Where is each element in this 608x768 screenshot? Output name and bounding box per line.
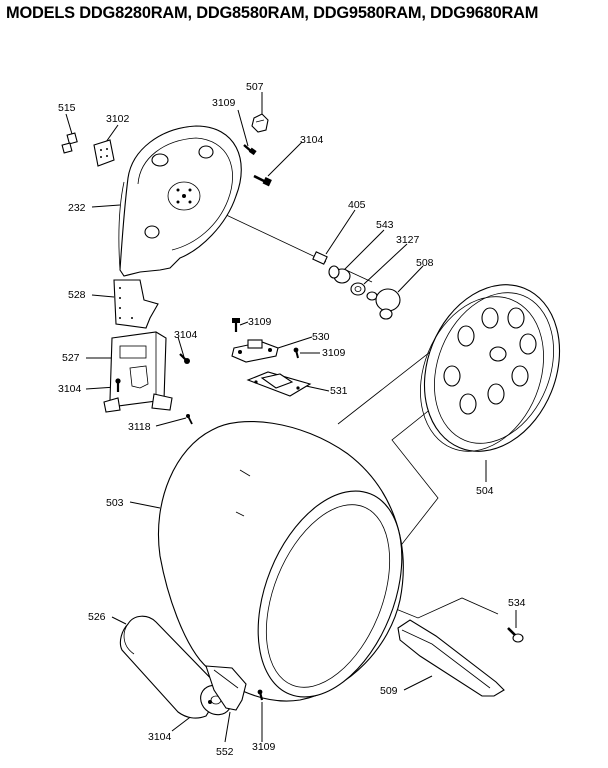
- callout-531: 531: [330, 385, 348, 397]
- part-515-clip: [61, 132, 78, 154]
- callout-3109-top: 3109: [212, 97, 236, 109]
- callout-3109-sensor-right: 3109: [322, 347, 346, 359]
- callout-526: 526: [88, 611, 106, 623]
- part-508-roller: [366, 288, 401, 320]
- callout-3102: 3102: [106, 113, 130, 125]
- callout-405: 405: [348, 199, 366, 211]
- callout-528: 528: [68, 289, 86, 301]
- part-232-rear-bulkhead: [118, 125, 242, 277]
- callout-3104-bracket: 3104: [174, 329, 198, 341]
- callout-232: 232: [68, 202, 86, 214]
- callout-515: 515: [58, 102, 76, 114]
- callout-527: 527: [62, 352, 80, 364]
- part-530-thermostat: [231, 339, 279, 363]
- callout-543: 543: [376, 219, 394, 231]
- callout-3104-bottom: 3104: [148, 731, 172, 743]
- callout-508: 508: [416, 257, 434, 269]
- callout-507: 507: [246, 81, 264, 93]
- part-3118-screw: [186, 414, 193, 425]
- part-503-drum: [157, 421, 404, 702]
- part-405-bolt: [312, 251, 328, 265]
- part-3127-washer: [350, 282, 366, 296]
- part-507-bolt: [251, 113, 269, 133]
- part-528-plate: [113, 279, 159, 329]
- part-3104-screw-bracket-left: [115, 378, 121, 392]
- part-3109-screw-sensor-top: [232, 318, 240, 332]
- part-3104-screw-bottom: [208, 700, 212, 704]
- callout-503: 503: [106, 497, 124, 509]
- callout-3109-bottom: 3109: [252, 741, 276, 753]
- part-3109-screw-bottom: [257, 689, 264, 701]
- callout-530: 530: [312, 331, 330, 343]
- part-509-slide: [397, 619, 505, 697]
- callout-552: 552: [216, 746, 234, 758]
- callout-504: 504: [476, 485, 494, 497]
- callout-3109-sensor-top: 3109: [248, 316, 272, 328]
- part-552-idler-bracket: [205, 665, 247, 711]
- part-3109-screw-top: [243, 144, 257, 156]
- callout-3118: 3118: [128, 421, 151, 433]
- diagram-title: MODELS DDG8280RAM, DDG8580RAM, DDG9580RA…: [6, 4, 539, 22]
- callout-534: 534: [508, 597, 526, 609]
- part-3102-pad: [93, 139, 115, 167]
- callout-3104-bracket-left: 3104: [58, 383, 82, 395]
- part-534-screw: [507, 627, 524, 643]
- callout-3104-top: 3104: [300, 134, 324, 146]
- callout-3127: 3127: [396, 234, 420, 246]
- part-3104-screw-bracket-right: [179, 353, 190, 364]
- callout-509: 509: [380, 685, 398, 697]
- callout-labels: 515 3102 3109 507 3104 232 405 543 3127 …: [58, 81, 526, 758]
- part-527-bracket: [103, 331, 173, 413]
- part-3109-screw-sensor-right: [293, 347, 299, 359]
- part-543-spacer: [328, 265, 351, 284]
- part-531-fuse-plate: [246, 371, 312, 397]
- part-3104-screw-top: [253, 174, 272, 187]
- part-504-front-panel: [420, 284, 561, 452]
